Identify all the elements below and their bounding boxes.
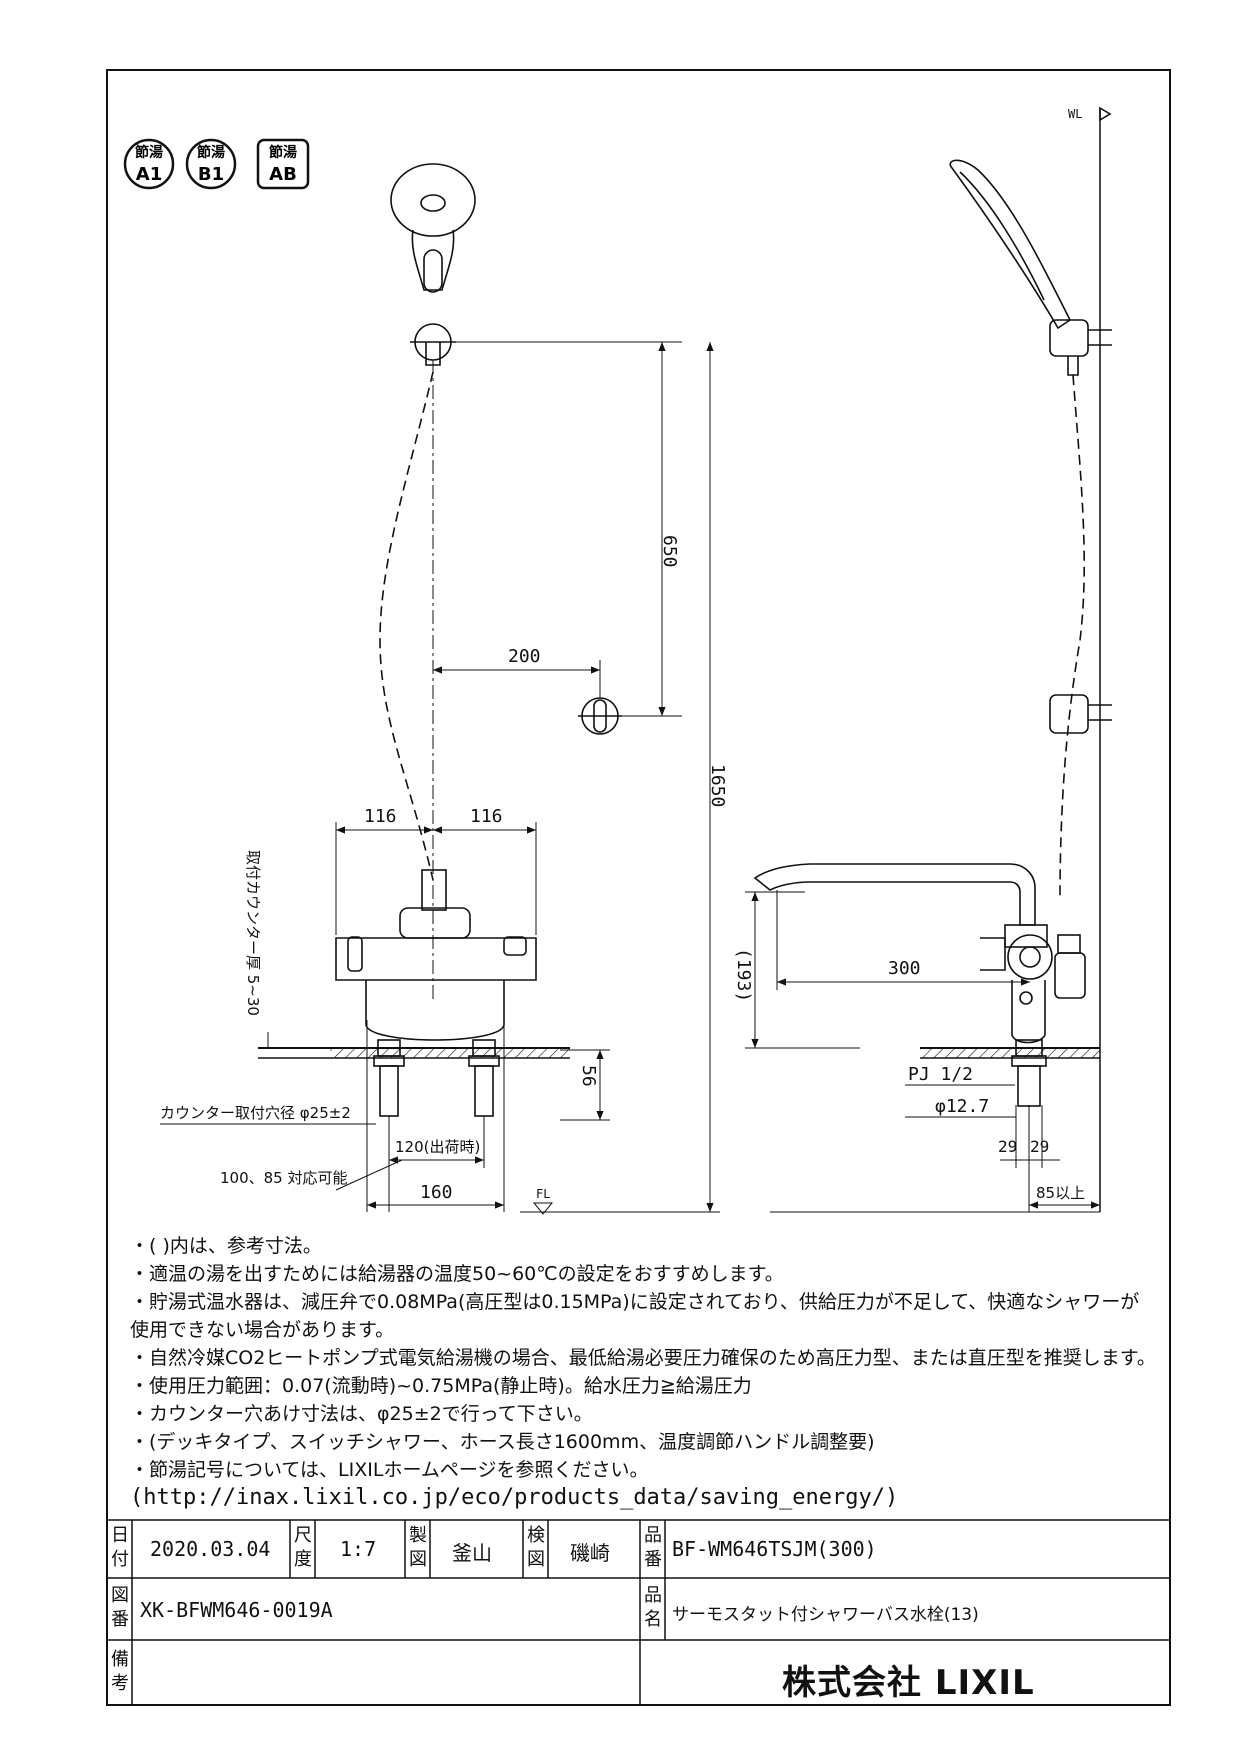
badge-b1-top: 節湯: [197, 144, 225, 161]
name-label: 品名: [644, 1585, 662, 1630]
note-9: ・節湯記号については、LIXILホームページを参照ください。: [130, 1459, 649, 1481]
note-8: ・(デッキタイプ、スイッチシャワー、ホース長さ1600mm、温度調節ハンドル調整…: [130, 1431, 875, 1453]
dim-1650: 1650: [707, 764, 728, 807]
drawn-label: 製図: [409, 1525, 427, 1570]
checked-value: 磯崎: [570, 1541, 610, 1565]
drawn-value: 釜山: [452, 1541, 492, 1565]
part-no-label: 品番: [644, 1525, 662, 1570]
side-dimensions: [745, 890, 1100, 1213]
side-view: [753, 106, 1112, 1212]
note-1: ・( )内は、参考寸法。: [130, 1235, 322, 1257]
front-dimension-text: 650 1650 200 116 116 取付カウンター厚 5~30 56 カウ…: [160, 535, 728, 1203]
title-block-grid: [107, 1519, 1170, 1705]
scale-label: 尺度: [294, 1525, 312, 1570]
remarks-label: 備考: [111, 1649, 129, 1694]
wl-label: WL: [1068, 107, 1082, 121]
note-2: ・適温の湯を出すためには給湯器の温度50~60℃の設定をおすすめします。: [130, 1263, 784, 1285]
badge-ab-top: 節湯: [269, 144, 297, 161]
dim-650: 650: [659, 535, 680, 568]
dim-300: 300: [888, 958, 921, 979]
front-dimensions: [160, 341, 720, 1215]
dim-counter-thickness: 取付カウンター厚 5~30: [244, 850, 262, 1016]
front-view: [258, 163, 622, 1117]
badge-b1-bottom: B1: [198, 164, 224, 185]
scale-value: 1:7: [340, 1537, 377, 1561]
note-6: ・使用圧力範囲：0.07(流動時)~0.75MPa(静止時)。給水圧力≧給湯圧力: [130, 1375, 752, 1397]
dim-hole: カウンター取付穴径 φ25±2: [160, 1104, 351, 1122]
badge-ab-bottom: AB: [269, 164, 297, 185]
dim-160: 160: [420, 1182, 453, 1203]
date-label: 日付: [111, 1525, 129, 1570]
product-name-value: サーモスタット付シャワーバス水栓(13): [672, 1605, 979, 1625]
badge-a1-top: 節湯: [135, 144, 163, 161]
drawing-no-value: XK-BFWM646-0019A: [140, 1598, 333, 1622]
note-url[interactable]: (http://inax.lixil.co.jp/eco/products_da…: [130, 1485, 899, 1510]
part-no-value: BF-WM646TSJM(300): [672, 1537, 877, 1561]
side-dimension-text: WL (193) 300 PJ 1/2 φ12.7 29 29 85以上: [733, 107, 1085, 1202]
dim-120: 120(出荷時): [395, 1138, 480, 1156]
badge-a1: 節湯 A1: [123, 138, 175, 190]
dim-compat: 100、85 対応可能: [220, 1169, 348, 1187]
checked-label: 検図: [527, 1525, 545, 1570]
water-saving-badges: 節湯 A1 節湯 B1 節湯 AB: [123, 138, 310, 190]
dim-29b: 29: [1030, 1137, 1049, 1156]
badge-a1-bottom: A1: [136, 164, 162, 185]
dim-phi: φ12.7: [935, 1096, 989, 1117]
dim-116-right: 116: [470, 806, 503, 827]
sheet-border: [106, 69, 1171, 1706]
dim-85: 85以上: [1036, 1184, 1085, 1202]
badge-b1: 節湯 B1: [185, 138, 237, 190]
fl-label: FL: [536, 1187, 550, 1201]
note-5: ・自然冷媒CO2ヒートポンプ式電気給湯機の場合、最低給湯必要圧力確保のため高圧力…: [130, 1347, 1156, 1369]
date-value: 2020.03.04: [150, 1537, 271, 1561]
dim-200: 200: [508, 646, 541, 667]
dim-193: (193): [733, 948, 754, 1002]
dim-29a: 29: [998, 1137, 1017, 1156]
notes-block: ・( )内は、参考寸法。 ・適温の湯を出すためには給湯器の温度50~60℃の設定…: [130, 1232, 1156, 1512]
dim-pj: PJ 1/2: [908, 1064, 973, 1085]
note-3: ・貯湯式温水器は、減圧弁で0.08MPa(高圧型は0.15MPa)に設定されてお…: [130, 1291, 1140, 1313]
company-logo-text: 株式会社 LIXIL: [782, 1663, 1035, 1703]
dim-116-left: 116: [364, 806, 397, 827]
drawing-no-label: 図番: [111, 1585, 129, 1630]
note-4: 使用できない場合があります。: [130, 1319, 395, 1341]
badge-ab: 節湯 AB: [256, 138, 310, 190]
note-7: ・カウンター穴あけ寸法は、φ25±2で行って下さい。: [130, 1403, 593, 1425]
dim-56: 56: [578, 1065, 599, 1087]
